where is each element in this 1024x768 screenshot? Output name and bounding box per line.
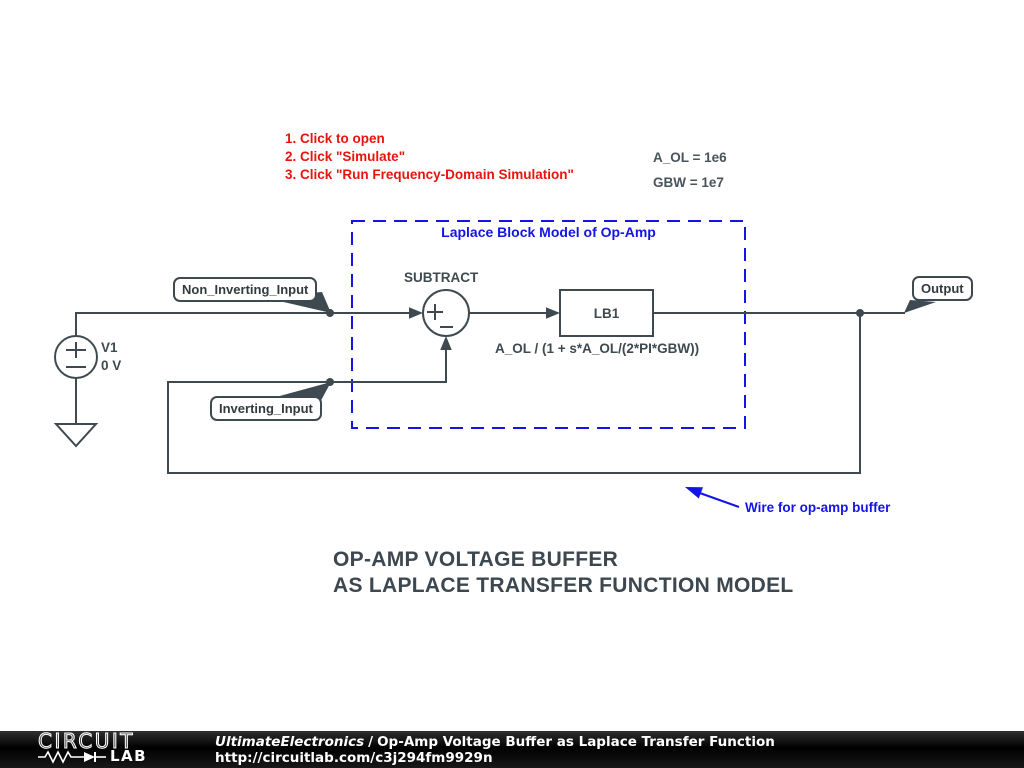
schematic-title-line1: OP-AMP VOLTAGE BUFFER <box>333 548 619 571</box>
footer-text-block: UltimateElectronics/Op-Amp Voltage Buffe… <box>215 734 775 766</box>
footer-separator: / <box>368 734 374 750</box>
v1-value-label: 0 V <box>101 358 122 373</box>
arrowhead-into-subtract <box>409 307 423 319</box>
net-flag-tail-output <box>904 300 936 313</box>
voltage-source-v1[interactable] <box>54 335 98 424</box>
schematic-title-line2: AS LAPLACE TRANSFER FUNCTION MODEL <box>333 574 794 597</box>
subtract-label: SUBTRACT <box>404 270 479 285</box>
laplace-model-dashed-box <box>351 220 746 429</box>
circuitlab-logo[interactable]: CIRCUIT LAB <box>38 729 188 765</box>
arrowhead-icon <box>685 487 703 499</box>
resistor-diode-icon <box>38 749 106 764</box>
footer-url[interactable]: http://circuitlab.com/c3j294fm9929n <box>215 750 493 766</box>
arrowhead-into-lb1 <box>546 307 560 319</box>
instruction-line: 2. Click "Simulate" <box>285 149 406 164</box>
lb1-formula-label: A_OL / (1 + s*A_OL/(2*PI*GBW)) <box>495 341 700 356</box>
wire-node-dot <box>856 309 864 317</box>
laplace-box-caption: Laplace Block Model of Op-Amp <box>441 224 656 240</box>
arrowhead-into-subtract-minus <box>440 336 452 350</box>
param-gbw: GBW = 1e7 <box>653 175 724 190</box>
instruction-line: 3. Click "Run Frequency-Domain Simulatio… <box>285 167 574 182</box>
wire-subtract-to-lb1[interactable] <box>469 307 560 319</box>
plus-sign-icon <box>66 342 86 358</box>
laplace-block-lb1[interactable] <box>559 289 654 337</box>
ground-icon[interactable] <box>53 423 99 448</box>
plus-sign-icon <box>427 304 443 320</box>
net-flag-noninverting-input[interactable]: Non_Inverting_Input <box>173 277 318 302</box>
footer-bar: CIRCUIT LAB UltimateElectronics/Op-Amp V… <box>0 731 1024 768</box>
schematic-title: OP-AMP VOLTAGE BUFFER AS LAPLACE TRANSFE… <box>333 547 794 599</box>
lb1-name-label[interactable]: LB1 <box>593 305 620 321</box>
footer-author[interactable]: UltimateElectronics <box>215 734 365 750</box>
wire-noninverting-input[interactable] <box>75 307 423 336</box>
subtract-component[interactable] <box>422 289 470 337</box>
instruction-line: 1. Click to open <box>285 131 385 146</box>
instructions-note: 1. Click to open 2. Click "Simulate" 3. … <box>285 130 574 184</box>
annotation-arrow <box>685 487 740 508</box>
logo-lab-text: LAB <box>110 747 148 765</box>
feedback-wire[interactable] <box>167 313 861 474</box>
net-flag-inverting-input[interactable]: Inverting_Input <box>210 396 322 421</box>
logo-circuit-text: CIRCUIT <box>38 729 135 753</box>
wire-annotation-text: Wire for op-amp buffer <box>745 500 891 515</box>
param-aol: A_OL = 1e6 <box>653 150 727 165</box>
footer-title-line: UltimateElectronics/Op-Amp Voltage Buffe… <box>215 734 775 750</box>
v1-name-label: V1 <box>101 340 118 355</box>
footer-document-title: Op-Amp Voltage Buffer as Laplace Transfe… <box>377 734 775 750</box>
net-flag-output[interactable]: Output <box>912 276 973 301</box>
